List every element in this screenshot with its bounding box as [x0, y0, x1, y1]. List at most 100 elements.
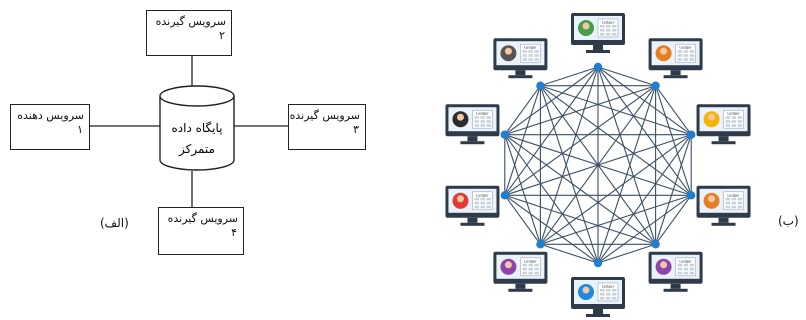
ledger-cell: [480, 120, 485, 123]
box-title: سرویس گیرنده: [289, 109, 360, 122]
ledger-cell: [683, 50, 689, 53]
ledger-cell: [731, 120, 737, 123]
ledger-cell: [677, 58, 683, 61]
ledger-cell: [522, 54, 527, 57]
ledger-cell: [486, 120, 491, 123]
ledger-cell: [612, 29, 617, 32]
mesh-node: [651, 240, 660, 249]
computer-icon: Ledger: [445, 104, 500, 145]
computer-icon: Ledger: [493, 38, 548, 79]
ledger-cell: [486, 124, 491, 127]
caption-a: (الف): [100, 216, 129, 230]
mesh-edge: [504, 66, 599, 196]
computer-icon: Ledger: [648, 38, 703, 79]
monitor-base: [586, 50, 610, 53]
ledger-cell: [534, 50, 539, 53]
ledger-cell: [486, 205, 491, 209]
mesh-edge: [655, 85, 692, 136]
ledger-cell: [689, 267, 695, 271]
ledger-cell: [600, 29, 605, 32]
database-cylinder: پایگاه داده متمرکز: [159, 85, 235, 171]
ledger-cell: [612, 293, 617, 296]
ledger-cell: [606, 289, 611, 292]
ledger-cell: [486, 197, 491, 201]
monitor-base: [460, 141, 485, 145]
server-box-1: سرویس دهنده ۱: [10, 104, 90, 150]
mesh-node: [593, 62, 603, 72]
ledger-cell: [474, 201, 479, 205]
monitor-stand: [718, 136, 729, 142]
ledger-cell: [677, 50, 683, 53]
monitor-base: [508, 288, 533, 292]
ledger-cell: [528, 58, 533, 61]
ledger-panel: [675, 257, 696, 277]
monitor-stand: [467, 217, 478, 223]
ledger-cell: [522, 271, 527, 275]
mesh-edge: [540, 85, 692, 196]
db-label-line2: متمرکز: [178, 142, 215, 157]
ledger-panel: [472, 109, 493, 129]
monitor-base: [663, 75, 688, 79]
mesh-edge: [504, 85, 541, 196]
ledger-cell: [612, 25, 617, 28]
ledger-cell: [474, 116, 479, 119]
ledger-cell: [689, 58, 695, 61]
ledger-cell: [612, 289, 617, 292]
avatar-face: [660, 261, 668, 269]
ledger-label: Ledger: [727, 112, 740, 116]
monitor-stand: [718, 217, 729, 223]
ledger-cell: [528, 267, 533, 271]
ledger-cell: [534, 54, 539, 57]
ledger-cell: [480, 197, 485, 201]
mesh-edge: [540, 194, 692, 245]
ledger-cell: [600, 33, 605, 36]
mesh-edge: [597, 134, 692, 264]
mesh-node: [500, 191, 509, 200]
ledger-cell: [689, 50, 695, 53]
ledger-label: Ledger: [679, 46, 692, 50]
mesh-edge: [655, 194, 692, 245]
ledger-cell: [689, 263, 695, 267]
ledger-cell: [731, 205, 737, 209]
mesh-node: [593, 258, 603, 268]
box-number: ۳: [353, 123, 359, 136]
box-title: سرویس دهنده: [17, 109, 84, 122]
ledger-cell: [725, 120, 731, 123]
ledger-cell: [677, 267, 683, 271]
mesh-node: [536, 240, 545, 249]
ledger-label: Ledger: [727, 193, 740, 197]
avatar-face: [708, 113, 716, 121]
ledger-cell: [683, 263, 689, 267]
ledger-panel: [597, 18, 619, 38]
mesh-node: [651, 81, 660, 90]
ledger-cell: [737, 120, 743, 123]
monitor-base: [586, 314, 610, 317]
ledger-cell: [606, 33, 611, 36]
mesh-edge: [504, 194, 599, 264]
ledger-cell: [677, 271, 683, 275]
client-box-2: سرویس گیرنده ۲: [146, 10, 232, 56]
ledger-panel: [597, 282, 619, 302]
ledger-cell: [606, 297, 611, 300]
ledger-cell: [606, 25, 611, 28]
monitor-base: [460, 222, 485, 226]
box-number: ۴: [231, 226, 237, 239]
ledger-cell: [522, 263, 527, 267]
avatar-face: [456, 195, 464, 203]
mesh-edge: [504, 194, 541, 245]
ledger-cell: [528, 271, 533, 275]
ledger-cell: [689, 54, 695, 57]
avatar-face: [456, 113, 464, 121]
ledger-cell: [725, 116, 731, 119]
mesh-edge: [504, 194, 656, 245]
avatar-face: [582, 22, 590, 30]
mesh-edge: [504, 134, 599, 264]
ledger-cell: [689, 271, 695, 275]
ledger-cell: [725, 205, 731, 209]
ledger-cell: [474, 197, 479, 201]
ledger-cell: [528, 54, 533, 57]
ledger-cell: [534, 267, 539, 271]
ledger-cell: [683, 58, 689, 61]
